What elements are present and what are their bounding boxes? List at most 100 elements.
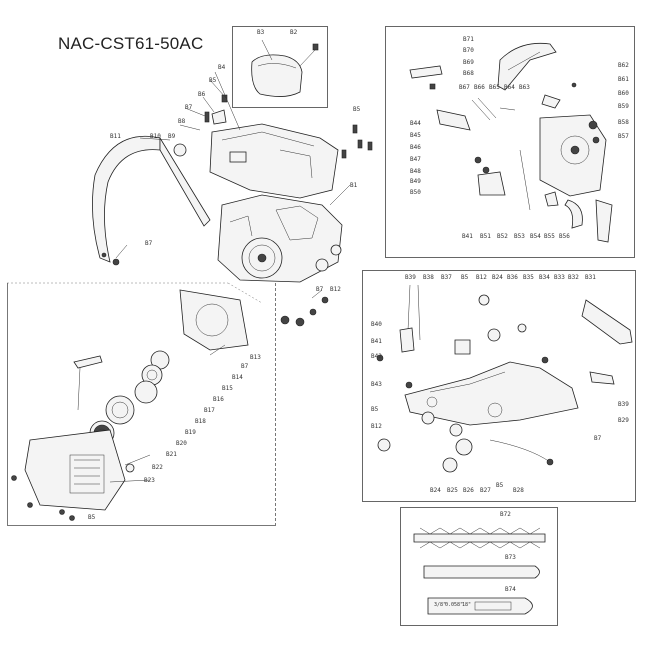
rear-handle-tank-part [404, 299, 633, 426]
label-b22: B22 [152, 464, 163, 471]
label-b51: B51 [480, 233, 491, 240]
top-small-parts [173, 94, 373, 327]
label-b70: B70 [463, 47, 474, 54]
starter-handle-part [73, 355, 103, 411]
label-b5-tank: B5 [461, 274, 469, 281]
label-b71: B71 [463, 36, 474, 43]
label-b61: B61 [618, 76, 629, 83]
label-b28: B28 [513, 487, 524, 494]
brake-linkage-parts [409, 65, 613, 243]
label-b5-starter: B5 [88, 514, 96, 521]
label-b36: B36 [507, 274, 518, 281]
bar-spec-pitch: 3/8" [434, 602, 447, 608]
label-b58: B58 [618, 119, 629, 126]
label-b5-right: B5 [353, 106, 361, 113]
label-b32: B32 [568, 274, 579, 281]
label-b53: B53 [514, 233, 525, 240]
label-b3: B3 [257, 29, 265, 36]
label-b55: B55 [544, 233, 555, 240]
label-b24-bottom: B24 [430, 487, 441, 494]
label-b7-top: B7 [185, 104, 193, 111]
label-b7-tank: B7 [594, 435, 602, 442]
handle-tank-section-frame [362, 270, 636, 502]
starter-section-frame [7, 283, 276, 526]
label-b47: B47 [410, 156, 421, 163]
tank-small-parts [376, 284, 554, 473]
label-b69: B69 [463, 59, 474, 66]
label-b5-top: B5 [209, 77, 217, 84]
engine-cover-part [209, 123, 339, 199]
label-b42: B42 [371, 353, 382, 360]
label-b34: B34 [539, 274, 550, 281]
label-b25: B25 [447, 487, 458, 494]
label-b8: B8 [178, 118, 186, 125]
label-b37: B37 [441, 274, 452, 281]
label-b9: B9 [168, 133, 176, 140]
label-b72: B72 [500, 511, 511, 518]
bar-spec-gauge: 0.058" [445, 602, 464, 608]
label-b39-top: B39 [405, 274, 416, 281]
label-b50: B50 [410, 189, 421, 196]
label-b59: B59 [618, 103, 629, 110]
label-b19: B19 [185, 429, 196, 436]
label-b60: B60 [618, 90, 629, 97]
fan-housing-part [179, 289, 249, 351]
label-b38: B38 [423, 274, 434, 281]
chain-brake-handle-part [497, 42, 577, 109]
label-b29: B29 [618, 417, 629, 424]
label-b21: B21 [166, 451, 177, 458]
label-b52: B52 [497, 233, 508, 240]
label-b67: B67 [459, 84, 470, 91]
label-b24-top: B24 [492, 274, 503, 281]
engine-assembly-part [217, 194, 343, 283]
label-b43: B43 [371, 381, 382, 388]
leader-lines [109, 39, 351, 483]
label-b15: B15 [222, 385, 233, 392]
starter-cover-part [11, 429, 135, 521]
model-title: NAC-CST61-50AC [58, 34, 204, 53]
label-b6: B6 [198, 91, 206, 98]
label-b4: B4 [218, 64, 226, 71]
label-b12-tank: B12 [476, 274, 487, 281]
label-b35: B35 [523, 274, 534, 281]
label-b14: B14 [232, 374, 243, 381]
label-b11: B11 [110, 133, 121, 140]
starter-pulley-parts [89, 350, 170, 446]
label-b7-starter: B7 [241, 363, 249, 370]
label-b20: B20 [176, 440, 187, 447]
label-b27: B27 [480, 487, 491, 494]
label-b33: B33 [554, 274, 565, 281]
label-b18: B18 [195, 418, 206, 425]
label-b5-tank-left: B5 [371, 406, 379, 413]
top-cover-part [251, 43, 319, 97]
label-b74: B74 [505, 586, 516, 593]
label-b63: B63 [519, 84, 530, 91]
label-b26: B26 [463, 487, 474, 494]
label-b41-tank: B41 [371, 338, 382, 345]
label-b12-engine: B12 [330, 286, 341, 293]
cover-inset-frame [232, 26, 328, 108]
label-b23: B23 [144, 477, 155, 484]
label-b44: B44 [410, 120, 421, 127]
label-b65: B65 [489, 84, 500, 91]
label-b2: B2 [290, 29, 298, 36]
label-b39-right: B39 [618, 401, 629, 408]
label-b1: B1 [350, 182, 358, 189]
saw-chain-part [413, 527, 546, 549]
label-b45: B45 [410, 132, 421, 139]
label-b17: B17 [204, 407, 215, 414]
label-b31: B31 [585, 274, 596, 281]
label-b54: B54 [530, 233, 541, 240]
label-b64: B64 [504, 84, 515, 91]
label-b41: B41 [462, 233, 473, 240]
label-b68: B68 [463, 70, 474, 77]
label-b13: B13 [250, 354, 261, 361]
label-b56: B56 [559, 233, 570, 240]
label-b5-tank-bottom: B5 [496, 482, 504, 489]
label-b66: B66 [474, 84, 485, 91]
guide-bar-part [423, 565, 540, 579]
label-b48: B48 [410, 168, 421, 175]
label-b7-engine: B7 [316, 286, 324, 293]
bar-spec-length: 18" [462, 602, 472, 608]
label-b62: B62 [618, 62, 629, 69]
